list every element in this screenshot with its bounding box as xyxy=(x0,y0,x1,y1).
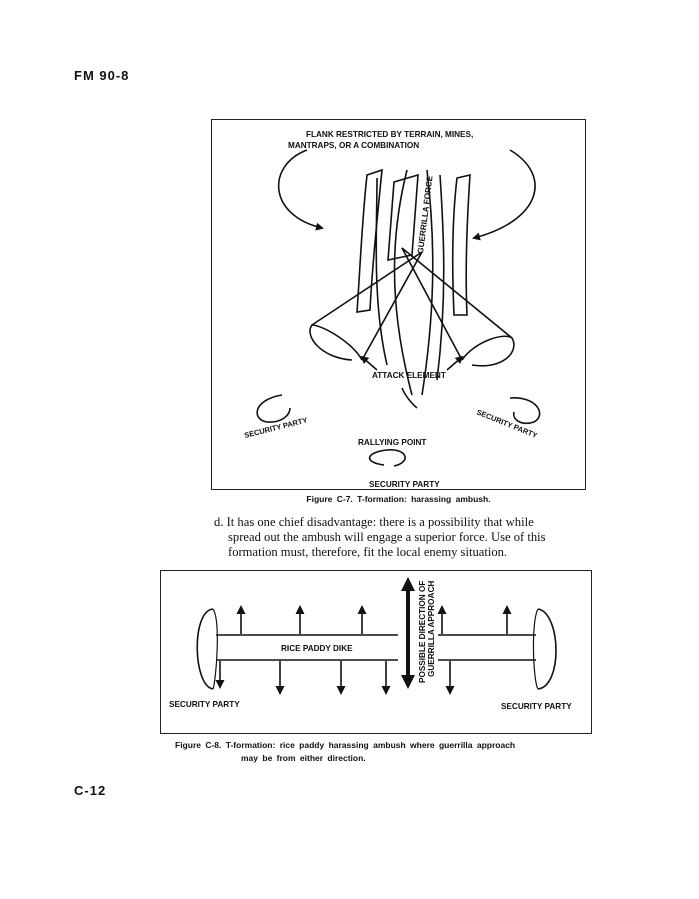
label-direction-line1: POSSIBLE DIRECTION OF xyxy=(418,581,427,683)
attack-arrow-left xyxy=(360,355,378,371)
label-security-party-left: SECURITY PARTY xyxy=(169,700,240,709)
label-flank-line1: FLANK RESTRICTED BY TERRAIN, MINES, xyxy=(306,130,473,139)
flow-line-1 xyxy=(393,169,413,396)
flow-line-3 xyxy=(436,174,445,381)
terrain-strip-right xyxy=(451,173,471,316)
figure-c7-frame: FLANK RESTRICTED BY TERRAIN, MINES, MANT… xyxy=(211,119,586,490)
label-security-party-bottom: SECURITY PARTY xyxy=(369,480,440,489)
security-loop-right xyxy=(509,397,541,425)
direction-arrow-up xyxy=(401,577,415,591)
security-loop-left-inner xyxy=(212,608,218,690)
label-flank-line2: MANTRAPS, OR A COMBINATION xyxy=(288,141,419,150)
flow-line-2 xyxy=(421,169,434,396)
paragraph-line: formation must, therefore, fit the local… xyxy=(228,545,508,559)
paragraph-d: d. It has one chief disadvantage: there … xyxy=(214,515,594,560)
direction-arrow-down xyxy=(401,675,415,689)
security-loop-left xyxy=(196,608,214,690)
page-number: C-12 xyxy=(74,783,107,798)
fire-cone-right xyxy=(401,247,513,361)
caption-line: Figure C-8. T-formation: rice paddy hara… xyxy=(175,740,516,750)
attack-element-leader xyxy=(401,387,418,409)
cone-loop-left xyxy=(309,324,363,361)
figure-c8-caption: Figure C-8. T-formation: rice paddy hara… xyxy=(175,739,585,765)
fire-cone-left xyxy=(311,251,423,361)
paragraph-line: d. It has one chief disadvantage: there … xyxy=(214,515,534,529)
paragraph-line: spread out the ambush will engage a supe… xyxy=(228,530,546,544)
label-attack-element: ATTACK ELEMENT xyxy=(372,371,446,380)
flank-arrow-left xyxy=(277,149,324,231)
figure-c8-frame: RICE PADDY DIKE POSSIBLE DIRECTION OF GU… xyxy=(160,570,592,734)
cone-loop-right xyxy=(461,335,515,367)
label-direction-line2: GUERRILLA APPROACH xyxy=(427,581,436,677)
flow-line-4 xyxy=(375,177,388,366)
label-security-party-left: SECURITY PARTY xyxy=(243,416,308,440)
security-loop-right xyxy=(537,608,557,690)
security-loop-right-inner xyxy=(532,608,539,690)
label-security-party-right: SECURITY PARTY xyxy=(501,702,572,711)
attack-arrow-right xyxy=(446,355,464,371)
guerrilla-force-box xyxy=(387,173,419,262)
figure-c7-caption: Figure C-7. T-formation: harassing ambus… xyxy=(306,494,491,504)
label-rice-paddy-dike: RICE PADDY DIKE xyxy=(281,644,353,653)
figure-c7-diagram: FLANK RESTRICTED BY TERRAIN, MINES, MANT… xyxy=(243,130,541,489)
terrain-strip-left xyxy=(356,168,383,313)
page-header-code: FM 90-8 xyxy=(74,68,130,83)
rallying-loop xyxy=(368,449,406,467)
security-loop-left xyxy=(256,394,291,423)
flank-arrow-right xyxy=(472,149,536,241)
label-rallying-point: RALLYING POINT xyxy=(358,438,426,447)
caption-line: may be from either direction. xyxy=(241,753,366,763)
figure-c8-diagram: RICE PADDY DIKE POSSIBLE DIRECTION OF GU… xyxy=(169,577,572,711)
